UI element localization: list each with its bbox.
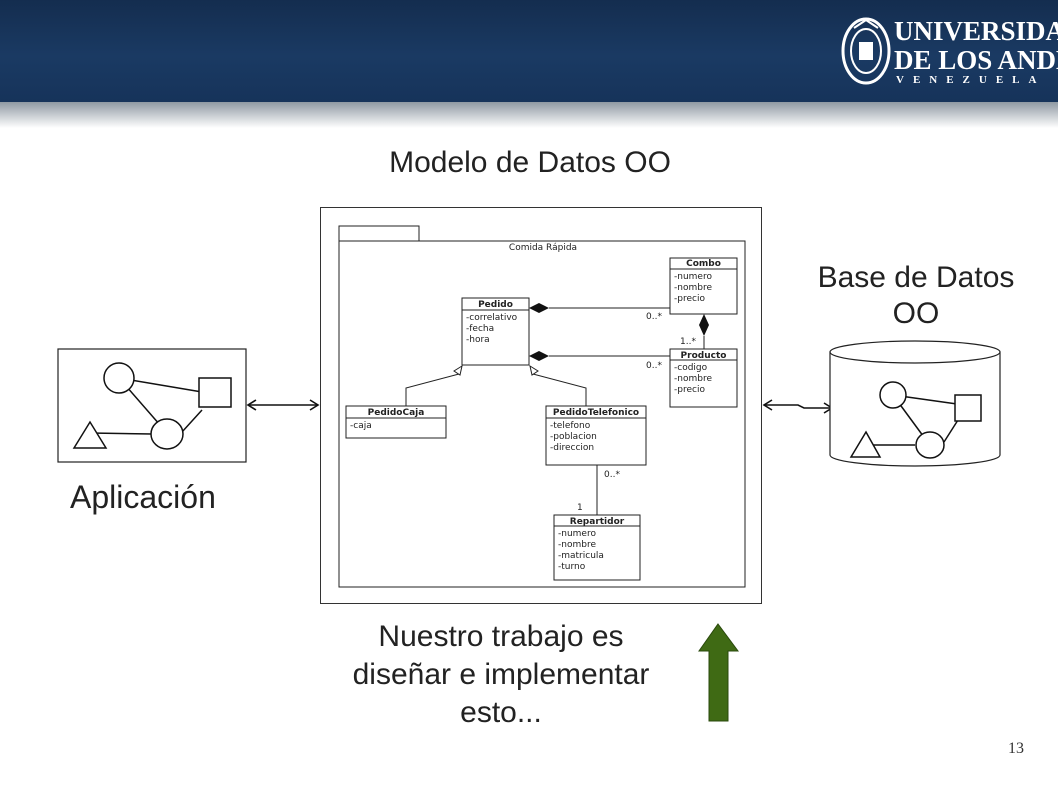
class-pedido-telefonico: PedidoTelefonico -telefono -poblacion -d…: [545, 405, 647, 466]
package-name: Comida Rápida: [509, 243, 577, 253]
composition-diamond-icon: [529, 351, 549, 361]
class-producto: Producto -codigo -nombre -precio: [669, 348, 738, 408]
class-repartidor: Repartidor -numero -nombre -matricula -t…: [553, 514, 641, 581]
triangle-node-icon: [72, 420, 108, 449]
class-name: Repartidor: [570, 517, 625, 527]
class-attribute: -numero: [558, 529, 596, 539]
triangle-node-icon: [849, 430, 882, 458]
class-attribute: -precio: [674, 294, 705, 304]
inheritance-arrow-icon: [453, 364, 463, 376]
database-title: Base de Datos OO: [796, 260, 1036, 332]
app-edge: [89, 432, 153, 435]
square-node-icon: [198, 377, 232, 408]
class-attribute: -turno: [558, 562, 586, 572]
database-title-line2: OO: [892, 297, 940, 330]
class-attribute: -numero: [674, 272, 712, 282]
multiplicity-pedido-combo: 0..*: [646, 312, 662, 322]
logo-text-de-los-andes: DE LOS ANDES: [894, 45, 1058, 75]
application-box: [57, 348, 247, 463]
class-combo: Combo -numero -nombre -precio: [669, 257, 738, 315]
bottom-caption-line3: esto...: [460, 696, 542, 729]
class-attribute: -matricula: [558, 551, 604, 561]
multiplicity-pedido-producto: 0..*: [646, 361, 662, 371]
bottom-caption-line1: Nuestro trabajo es: [378, 620, 624, 653]
class-attribute: -nombre: [674, 374, 712, 384]
class-name: PedidoCaja: [368, 408, 425, 418]
multiplicity-telefonico-repartidor-many: 0..*: [604, 470, 620, 480]
logo-text-venezuela: VENEZUELA: [896, 74, 1046, 86]
bottom-caption: Nuestro trabajo es diseñar e implementar…: [320, 618, 682, 732]
class-attribute: -nombre: [558, 540, 596, 550]
circle-node-icon: [150, 418, 184, 450]
database-cylinder: [829, 340, 1001, 467]
class-attribute: -poblacion: [550, 432, 597, 442]
slide-title: Modelo de Datos OO: [389, 146, 671, 179]
class-name: Producto: [681, 351, 727, 361]
generalization-caja: [405, 373, 460, 406]
class-attribute: -correlativo: [466, 313, 518, 323]
generalization-telefonico: [532, 373, 587, 406]
app-edge: [181, 409, 203, 433]
up-arrow-icon: [698, 623, 739, 722]
application-label: Aplicación: [70, 479, 216, 515]
class-name: Pedido: [478, 300, 513, 310]
class-attribute: -codigo: [674, 363, 708, 373]
circle-node-icon: [879, 381, 907, 409]
class-pedido-caja: PedidoCaja -caja: [345, 405, 447, 439]
multiplicity-combo-producto: 1..*: [680, 337, 696, 347]
class-attribute: -direccion: [550, 443, 594, 453]
inheritance-arrow-icon: [529, 364, 539, 376]
uml-class-diagram: Comida Rápida 0..* 1..* 0..* 0..* 1 Pedi…: [338, 225, 746, 588]
square-node-icon: [954, 394, 982, 422]
composition-diamond-icon: [699, 314, 709, 336]
package-tab: [338, 225, 420, 242]
class-pedido: Pedido -correlativo -fecha -hora: [461, 297, 530, 366]
class-name: Combo: [686, 259, 721, 269]
composition-diamond-icon: [529, 303, 549, 313]
double-arrow-model-db: [762, 399, 834, 414]
class-attribute: -fecha: [466, 324, 494, 334]
uml-diagram-frame: Comida Rápida 0..* 1..* 0..* 0..* 1 Pedi…: [320, 207, 762, 604]
double-arrow-app-model: [246, 399, 320, 411]
circle-node-icon: [103, 362, 135, 394]
class-attribute: -nombre: [674, 283, 712, 293]
page-number: 13: [1008, 740, 1024, 757]
class-attribute: -caja: [350, 421, 372, 431]
bottom-caption-line2: diseñar e implementar: [352, 658, 650, 691]
multiplicity-telefonico-repartidor-one: 1: [577, 503, 583, 513]
class-name: PedidoTelefonico: [553, 408, 639, 418]
university-seal-icon: [841, 17, 891, 85]
header-shadow: [0, 102, 1058, 128]
class-attribute: -telefono: [550, 421, 591, 431]
database-title-line1: Base de Datos: [817, 261, 1015, 294]
class-attribute: -hora: [466, 335, 490, 345]
circle-node-icon: [915, 431, 945, 459]
class-attribute: -precio: [674, 385, 705, 395]
